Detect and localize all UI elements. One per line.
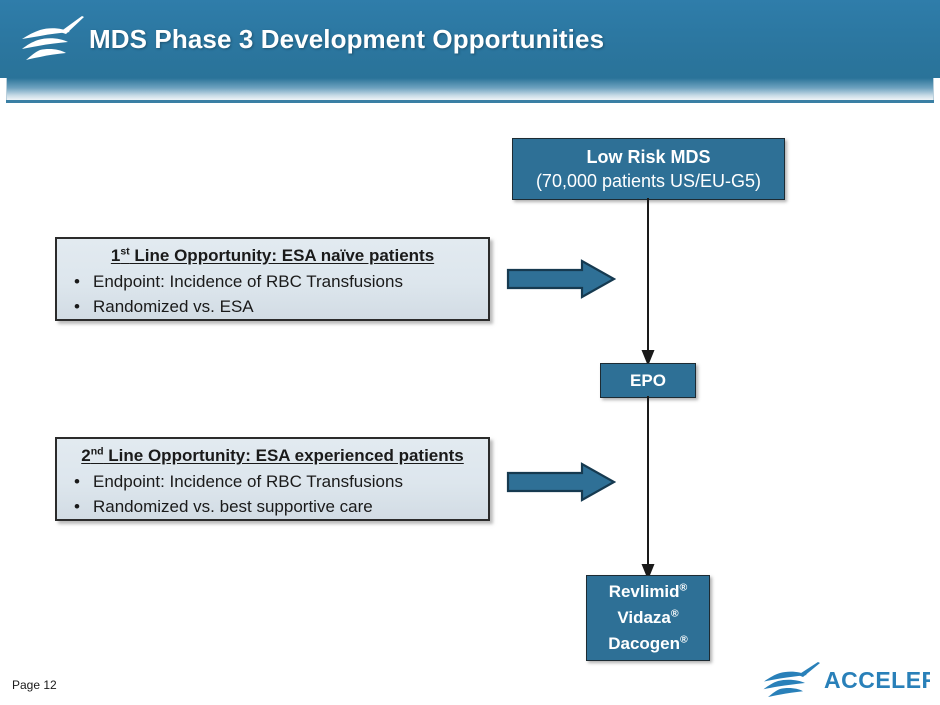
list-item: • Randomized vs. best supportive care: [67, 494, 478, 519]
down-arrow-connector-icon: [632, 396, 664, 580]
opportunity-2-bullet-list: • Endpoint: Incidence of RBC Transfusion…: [67, 469, 478, 519]
opportunity-1-box: 1st Line Opportunity: ESA naïve patients…: [55, 237, 490, 321]
opportunity-2-title: 2nd Line Opportunity: ESA experienced pa…: [67, 445, 478, 467]
header-bar: [0, 0, 940, 78]
down-arrow-connector-icon: [632, 198, 664, 366]
opportunity-1-title-ordinal: st: [120, 245, 130, 258]
opportunity-2-title-number: 2: [81, 446, 91, 465]
acceleron-swoosh-icon: [20, 14, 86, 64]
header-underline: [6, 100, 934, 103]
acceleron-logo: ACCELERON: [762, 660, 940, 700]
opportunity-1-title-rest: Line Opportunity: ESA naïve patients: [129, 246, 435, 265]
epo-label: EPO: [630, 370, 666, 390]
acceleron-swoosh-icon: [763, 662, 820, 697]
list-item: • Endpoint: Incidence of RBC Transfusion…: [67, 469, 478, 494]
low-risk-title: Low Risk MDS: [586, 147, 711, 167]
registered-mark-icon: ®: [680, 633, 688, 646]
list-item: • Randomized vs. ESA: [67, 294, 478, 319]
bullet-glyph: •: [74, 297, 80, 316]
page-number: Page 12: [12, 678, 57, 692]
list-item-label: Randomized vs. best supportive care: [93, 497, 373, 516]
epo-box: EPO: [600, 363, 696, 398]
registered-mark-icon: ®: [679, 581, 688, 594]
list-item-label: Endpoint: Incidence of RBC Transfusions: [93, 472, 403, 491]
page-title: MDS Phase 3 Development Opportunities: [89, 24, 605, 54]
bullet-glyph: •: [74, 272, 80, 291]
registered-mark-icon: ®: [670, 607, 679, 620]
low-risk-subtitle: (70,000 patients US/EU-G5): [535, 171, 762, 191]
opportunity-1-title-number: 1: [110, 246, 121, 265]
list-item: • Endpoint: Incidence of RBC Transfusion…: [67, 269, 478, 294]
bullet-glyph: •: [74, 497, 80, 516]
product-dacogen-name: Dacogen: [608, 634, 681, 653]
list-item-label: Endpoint: Incidence of RBC Transfusions: [93, 272, 403, 291]
opportunity-1-title: 1st Line Opportunity: ESA naïve patients: [67, 245, 478, 267]
opportunity-1-bullet-list: • Endpoint: Incidence of RBC Transfusion…: [67, 269, 478, 319]
products-box: Revlimid® Vidaza® Dacogen®: [586, 575, 710, 661]
opportunity-2-box: 2nd Line Opportunity: ESA experienced pa…: [55, 437, 490, 521]
list-item-label: Randomized vs. ESA: [93, 297, 254, 316]
opportunity-2-title-rest: Line Opportunity: ESA experienced patien…: [103, 446, 464, 465]
low-risk-mds-box: Low Risk MDS (70,000 patients US/EU-G5): [512, 138, 785, 200]
bullet-glyph: •: [74, 472, 80, 491]
product-revlimid-name: Revlimid: [608, 582, 680, 601]
acceleron-wordmark: ACCELERON: [824, 667, 930, 693]
product-vidaza-name: Vidaza: [617, 608, 671, 627]
product-dacogen: Dacogen®: [608, 631, 688, 657]
block-arrow-right-icon: [506, 461, 617, 503]
header-gradient-band: [6, 78, 934, 100]
opportunity-2-title-ordinal: nd: [90, 445, 104, 458]
block-arrow-right-icon: [506, 258, 617, 300]
product-revlimid: Revlimid®: [609, 579, 688, 605]
product-vidaza: Vidaza®: [617, 605, 678, 631]
